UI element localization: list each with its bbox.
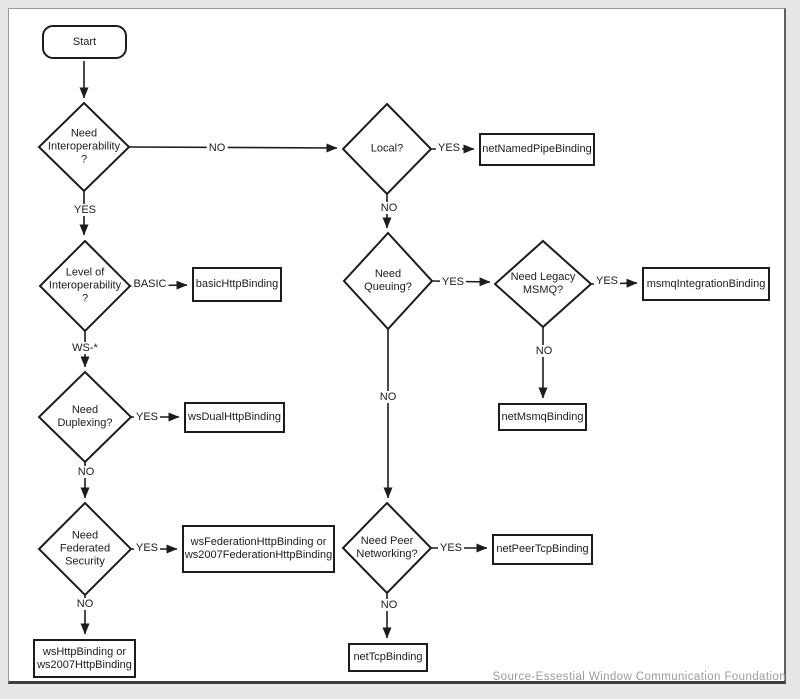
ws-federation-binding-box: wsFederationHttpBinding or ws2007Federat… xyxy=(182,525,335,573)
edge-label-legacy-yes: YES xyxy=(593,275,621,287)
level-of-interoperability-label: Level of Interoperability ? xyxy=(48,266,122,305)
basic-http-binding-box: basicHttpBinding xyxy=(192,267,282,302)
edge-label-interop-yes: YES xyxy=(71,204,99,216)
need-queuing-label: Need Queuing? xyxy=(364,268,412,293)
edge-label-queuing-yes: YES xyxy=(439,276,467,288)
edge-label-interop-no: NO xyxy=(206,142,228,154)
source-note: Source-Essestial Window Communication Fo… xyxy=(492,671,786,683)
edge-label-level-ws: WS-* xyxy=(70,342,100,354)
edge-label-duplex-no: NO xyxy=(75,466,97,478)
msmq-integration-binding-box: msmqIntegrationBinding xyxy=(642,267,770,301)
edge-label-level-basic: BASIC xyxy=(131,278,169,290)
edge-label-queuing-no: NO xyxy=(377,391,399,403)
edge-label-legacy-no: NO xyxy=(533,345,555,357)
net-msmq-binding-box: netMsmqBinding xyxy=(498,403,587,431)
need-duplexing-label: Need Duplexing? xyxy=(57,404,113,429)
ws-dual-http-binding-box: wsDualHttpBinding xyxy=(184,402,285,433)
edge-label-duplex-yes: YES xyxy=(133,411,161,423)
local-label: Local? xyxy=(370,142,404,155)
edge-label-federated-yes: YES xyxy=(133,542,161,554)
start-node: Start xyxy=(42,25,127,59)
need-peer-networking-label: Need Peer Networking? xyxy=(356,535,418,560)
net-tcp-binding-box: netTcpBinding xyxy=(348,643,428,672)
need-federated-security-label: Need Federated Security xyxy=(59,529,111,568)
edge-label-local-yes: YES xyxy=(435,142,463,154)
ws-http-binding-box: wsHttpBinding or ws2007HttpBinding xyxy=(33,639,136,678)
net-peer-tcp-binding-box: netPeerTcpBinding xyxy=(492,534,593,565)
need-interoperability-label: Need Interoperability ? xyxy=(47,127,121,166)
edge-label-local-no: NO xyxy=(378,202,400,214)
edge-label-peer-no: NO xyxy=(378,599,400,611)
edge-label-federated-no: NO xyxy=(74,598,96,610)
net-named-pipe-binding-box: netNamedPipeBinding xyxy=(479,133,595,166)
need-legacy-msmq-label: Need Legacy MSMQ? xyxy=(510,271,576,296)
edge-label-peer-yes: YES xyxy=(437,542,465,554)
edge-interop-no-to-local xyxy=(128,143,338,153)
